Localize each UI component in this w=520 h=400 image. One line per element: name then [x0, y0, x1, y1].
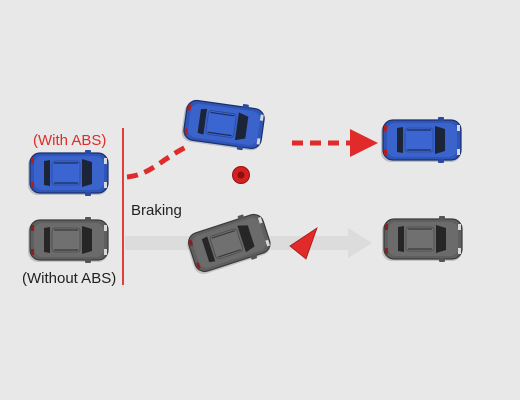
non-abs-car-start	[27, 216, 109, 264]
abs-car-end	[380, 116, 462, 164]
braking-label: Braking	[131, 202, 182, 219]
warning-triangle-icon	[289, 226, 318, 260]
abs-car-start	[27, 149, 109, 197]
abs-car-avoiding	[179, 95, 267, 154]
obstacle-icon	[232, 166, 250, 184]
abs-path-arrowhead	[350, 129, 378, 157]
abs-path-curve	[126, 143, 190, 180]
non-abs-car-skidding	[182, 208, 275, 279]
non-abs-car-end	[381, 215, 463, 263]
with-abs-label: (With ABS)	[33, 132, 107, 149]
without-abs-label: (Without ABS)	[22, 270, 117, 287]
